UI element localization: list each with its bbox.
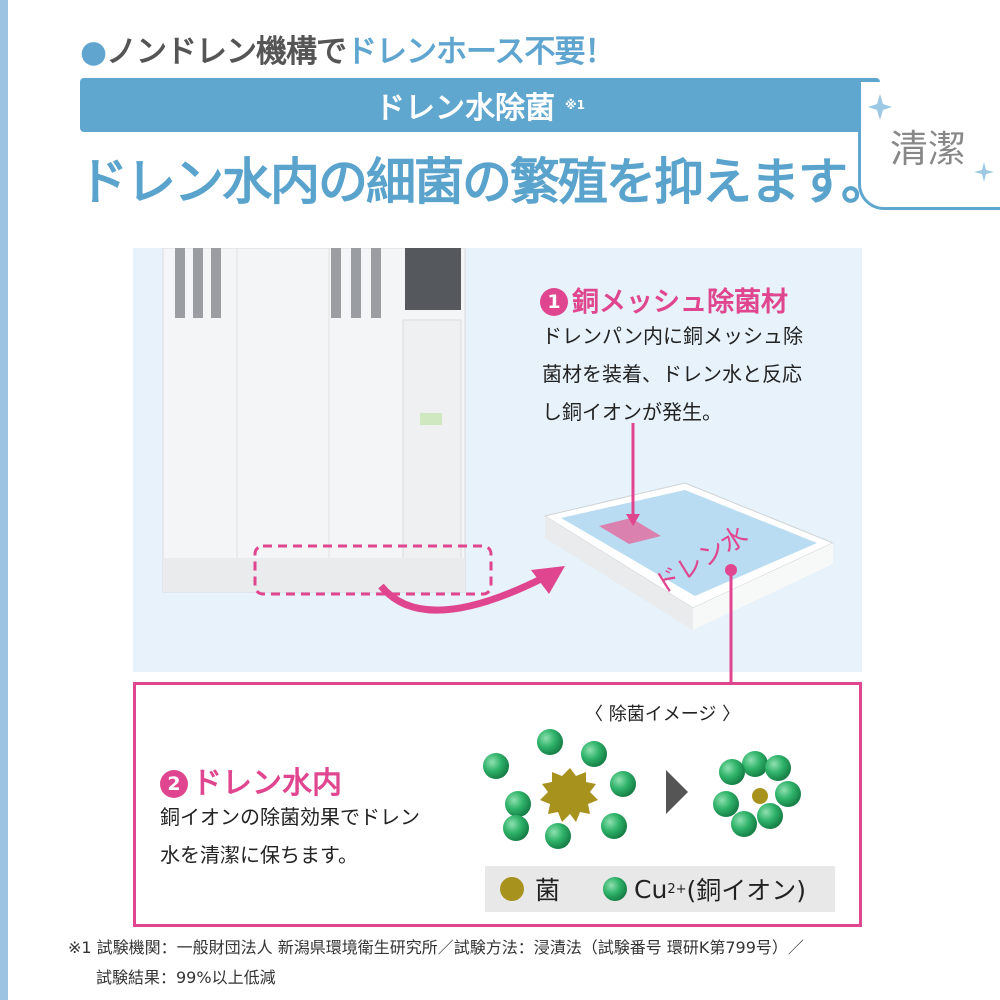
banner-note: ※1 [564,98,585,112]
legend-bacteria: 菌 [535,876,561,905]
copper-ion-legend-icon [603,877,628,901]
copper-ion-cluster [713,751,801,837]
badge-label: 清潔 [890,127,967,171]
point2-line: 水を清潔に保ちます。 [160,843,358,867]
legend-ion: Cu [634,874,668,904]
point2-title-text: ドレン水内 [192,766,342,801]
point1-line: し銅イオンが発生。 [542,400,722,424]
point1-body: ドレンパン内に銅メッシュ除 菌材を装着、ドレン水と反応 し銅イオンが発生。 [542,317,803,431]
product-illustration [162,248,835,682]
air-conditioner-image [162,248,466,593]
headline-lead: ノンドレン機構で [106,34,347,70]
copper-ion-icons [483,729,636,849]
point2-body: 銅イオンの除菌効果でドレン 水を清潔に保ちます。 [160,798,420,874]
headline: ●ノンドレン機構でドレンホース不要！ [80,26,616,71]
bacteria-legend-icon [500,877,524,901]
headline-highlight: ドレンホース不要！ [346,34,615,70]
legend-ion-desc: (銅イオン) [686,876,807,905]
footnote-line: 試験結果：99%以上低減 [96,968,276,987]
point1-number: 1 [540,288,568,316]
feature-banner: ドレン水除菌 ※1 [80,78,880,132]
footnote: ※1 試験機関：一般財団法人 新潟県環境衛生研究所／試験方法：浸漬法（試験番号 … [68,933,804,993]
point1-title-text: 銅メッシュ除菌材 [572,287,788,318]
left-accent-bar [0,0,8,1000]
drain-area-highlight [253,544,493,596]
sparkle-icon [868,94,994,182]
copper-mesh-image [599,518,661,544]
point1-line: ドレンパン内に銅メッシュ除 [542,324,803,348]
footnote-line: ※1 試験機関：一般財団法人 新潟県環境衛生研究所／試験方法：浸漬法（試験番号 … [68,938,804,957]
bacteria-icon [540,768,598,822]
image-label: 〈 除菌イメージ 〉 [585,704,741,725]
bullet-icon: ● [80,34,107,70]
arrow-right-icon [666,770,688,814]
arrow-icon [378,574,545,614]
banner-label: ドレン水除菌 [374,91,555,126]
main-title: ドレン水内の細菌の繁殖を抑えます。 [78,152,891,211]
point2-number: 2 [160,770,188,798]
sterilization-diagram [483,729,801,849]
drain-pan-image [543,482,835,630]
point2-line: 銅イオンの除菌効果でドレン [160,805,420,829]
point1-line: 菌材を装着、ドレン水と反応 [542,362,802,386]
legend-ion-charge: 2+ [667,881,687,897]
